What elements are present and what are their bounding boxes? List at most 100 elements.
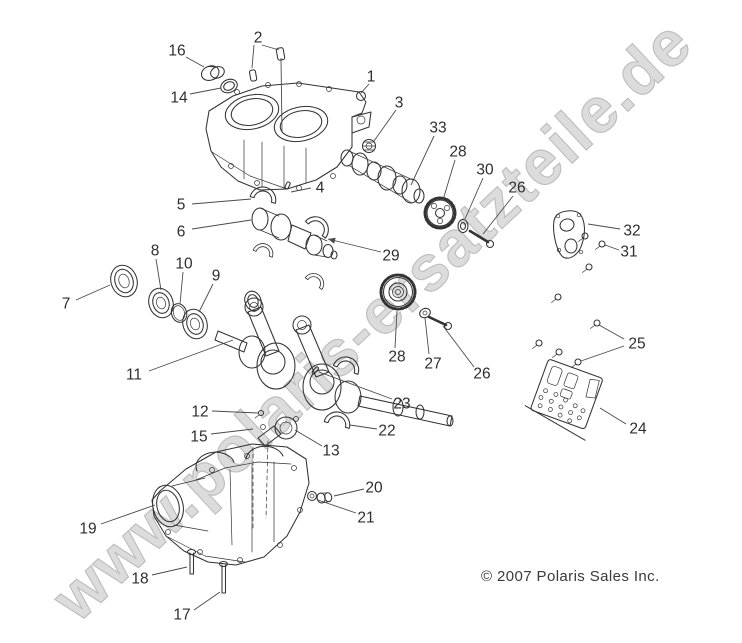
bearing-shell-23-drawing: [332, 356, 360, 375]
callout-label-21: 21: [357, 510, 374, 527]
breather-plate-24-drawing: [524, 359, 603, 441]
callout-label-8: 8: [151, 243, 160, 260]
snap-ring-10-drawing: [170, 303, 188, 323]
bearing-shell-22-drawing: [323, 411, 351, 429]
callout-label-6: 6: [177, 224, 186, 241]
alignment-line: [265, 440, 269, 519]
callout-label-5: 5: [177, 197, 186, 214]
leader-line-7: [75, 284, 111, 301]
balance-shaft-6-drawing: [251, 207, 338, 260]
leader-line-32: [587, 223, 621, 230]
crankshaft-11-drawing: [214, 297, 454, 427]
bolt-18-drawing: [186, 548, 197, 575]
leader-line-23: [318, 371, 393, 400]
camshaft-33-drawing: [340, 149, 425, 204]
callout-label-30: 30: [476, 162, 494, 179]
leader-line-33: [410, 135, 435, 186]
dowel-4-drawing: [284, 181, 291, 190]
leader-line-12: [211, 410, 259, 414]
callout-label-31: 31: [620, 244, 637, 261]
callout-label-4: 4: [316, 180, 325, 197]
callout-label-14: 14: [170, 90, 188, 107]
leader-line-3: [373, 109, 397, 142]
callout-label-1: 1: [367, 69, 376, 86]
bolt-26-bottom-drawing: [427, 315, 453, 331]
leader-line-5: [191, 198, 252, 205]
bearing-shell-5-drawing: [249, 186, 277, 204]
leader-line-4: [290, 187, 312, 193]
plug-20-drawing: [316, 492, 333, 504]
gasket-32-drawing: [553, 210, 585, 259]
screws-drawing: [532, 232, 606, 368]
seal-14-drawing: [220, 78, 238, 94]
rod-cap-13-drawing: [257, 416, 299, 447]
leader-line-26: [482, 195, 514, 235]
callout-label-28: 28: [449, 144, 466, 161]
leader-line-11: [148, 339, 234, 372]
callout-label-32: 32: [623, 223, 640, 240]
callout-label-26: 26: [508, 180, 525, 197]
callout-label-10: 10: [175, 256, 193, 273]
washer-30-drawing: [457, 218, 469, 234]
callout-label-16: 16: [168, 43, 185, 60]
callout-label-13: 13: [322, 443, 339, 460]
callout-label-27: 27: [424, 356, 441, 373]
leader-line-17: [193, 591, 221, 611]
leader-line-1: [360, 83, 370, 94]
plug-1-drawing: [355, 90, 367, 102]
leader-line-18: [151, 566, 188, 576]
upper-crankcase-drawing: [205, 81, 372, 191]
bearing-shell-drawing: [304, 273, 325, 290]
bearing-shell-29-drawing: [304, 216, 329, 239]
leader-line-22: [349, 424, 378, 430]
callout-label-9: 9: [212, 268, 221, 285]
cam-gear-28-drawing: [423, 196, 457, 230]
callout-label-20: 20: [365, 480, 383, 497]
leader-line-29: [327, 237, 382, 253]
cup-plug-16-drawing: [200, 65, 225, 81]
washer-27-drawing: [419, 307, 431, 319]
leader-line-28: [442, 159, 456, 201]
callout-label-26: 26: [473, 366, 490, 383]
leader-line-16: [185, 56, 205, 68]
leader-line-8: [155, 258, 162, 291]
leader-line-14: [189, 87, 222, 95]
leader-line-2: [261, 44, 280, 51]
callout-label-33: 33: [429, 120, 446, 137]
callout-label-19: 19: [79, 521, 96, 538]
bearing-shell-drawing: [252, 243, 274, 258]
leader-line-26: [442, 325, 475, 368]
callout-label-12: 12: [191, 404, 208, 421]
leader-line-2: [280, 57, 283, 132]
callout-label-7: 7: [62, 296, 71, 313]
callout-label-29: 29: [382, 248, 399, 265]
leader-line-25: [598, 324, 625, 340]
leader-line-10: [179, 271, 184, 305]
dowel-12-drawing: [254, 409, 265, 419]
callout-label-22: 22: [378, 423, 395, 440]
callout-layer: 1234567891011121314151617181920212223242…: [62, 30, 647, 624]
bolt-26-top-drawing: [468, 229, 495, 249]
seal-7-drawing: [110, 264, 138, 298]
leader-line-25: [580, 345, 625, 362]
copyright-text: © 2007 Polaris Sales Inc.: [481, 568, 660, 585]
bearing-8-drawing: [148, 287, 174, 319]
leader-line-28: [394, 310, 398, 349]
leader-line-2: [251, 44, 255, 69]
callout-label-11: 11: [126, 367, 142, 384]
leader-line-9: [198, 283, 214, 313]
callout-label-2: 2: [254, 30, 263, 47]
callout-label-24: 24: [629, 421, 647, 438]
lower-crankcase-drawing: [151, 443, 310, 566]
pump-gear-28-drawing: [379, 273, 417, 311]
callout-label-18: 18: [131, 571, 148, 588]
bolt-17-drawing: [218, 560, 229, 594]
callout-label-3: 3: [395, 95, 404, 112]
callout-label-17: 17: [173, 607, 190, 624]
leader-line-6: [191, 219, 252, 230]
leader-line-24: [599, 407, 627, 425]
callout-label-28: 28: [388, 349, 405, 366]
leader-line-31: [604, 244, 620, 251]
